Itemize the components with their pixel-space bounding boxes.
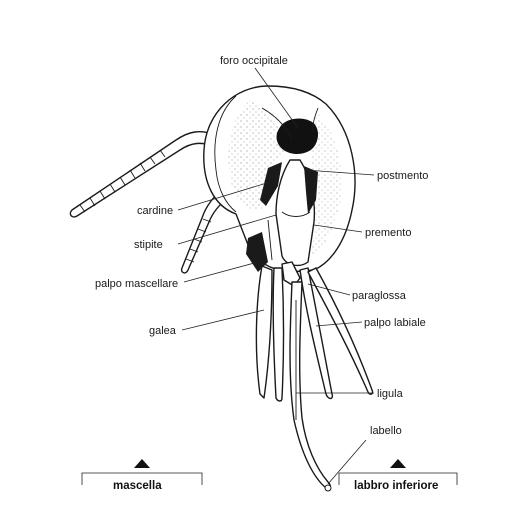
- caption-labbro-inferiore: labbro inferiore: [354, 480, 438, 492]
- label-ligula: ligula: [377, 388, 404, 400]
- leader-stipite: [177, 214, 277, 245]
- antenna-left: [69, 130, 219, 218]
- ligula: [289, 281, 332, 492]
- leader-foro-occipitale: [254, 67, 299, 129]
- part-labels: foro occipitale postmento cardine premen…: [95, 55, 428, 437]
- up-arrow-icon: [134, 459, 150, 468]
- label-stipite: stipite: [134, 239, 163, 251]
- label-paraglossa: paraglossa: [352, 290, 407, 302]
- leader-cardine: [177, 181, 271, 211]
- up-arrow-icon: [390, 459, 406, 468]
- labial-palps: [281, 261, 374, 400]
- galea-left: [255, 265, 285, 402]
- label-cardine: cardine: [137, 205, 173, 217]
- leader-galea: [181, 309, 265, 331]
- leader-palpo-labiale: [315, 321, 363, 327]
- occipital-foramen: [276, 118, 318, 154]
- leader-palpo-mascellare: [183, 261, 259, 283]
- leader-postmento: [305, 169, 375, 176]
- label-palpo-labiale: palpo labiale: [364, 317, 426, 329]
- head-capsule: [203, 85, 356, 273]
- leader-lines: [177, 67, 375, 485]
- group-mascella: mascella: [81, 459, 203, 492]
- bracket-mascella: [81, 472, 203, 485]
- leader-paraglossa: [307, 283, 351, 296]
- leader-labello: [327, 439, 367, 485]
- group-labbro-inferiore: labbro inferiore: [338, 459, 458, 492]
- label-palpo-mascellare: palpo mascellare: [95, 278, 178, 290]
- label-postmento: postmento: [377, 170, 428, 182]
- bracket-labbro-inferiore: [338, 472, 458, 485]
- leader-premento: [313, 224, 363, 233]
- labium-base: [246, 159, 318, 272]
- antenna-right: [180, 189, 229, 274]
- label-foro-occipitale: foro occipitale: [220, 55, 288, 67]
- caption-mascella: mascella: [113, 480, 162, 492]
- label-labello: labello: [370, 425, 402, 437]
- label-galea: galea: [149, 325, 177, 337]
- label-premento: premento: [365, 227, 411, 239]
